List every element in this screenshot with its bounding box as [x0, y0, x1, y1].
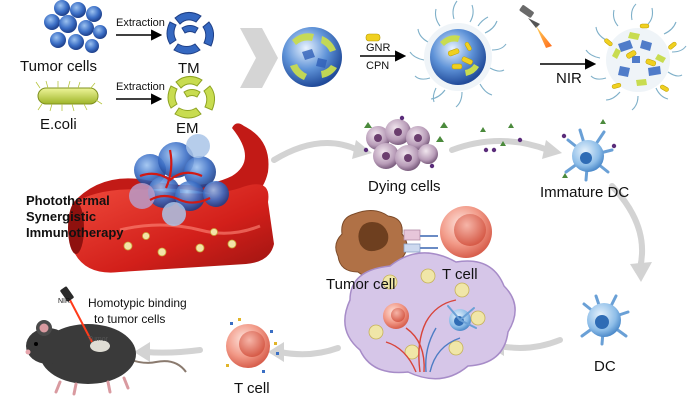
mouse [25, 286, 187, 396]
label-dc: DC [594, 358, 616, 375]
label-tumor-cell: Tumor cell [326, 276, 396, 293]
tumor-cell-cluster [44, 0, 107, 53]
label-cpn: CPN [366, 60, 390, 72]
label-dying-cells: Dying cells [368, 178, 441, 195]
label-tumor-mouse: Tumor [88, 336, 108, 343]
label-nir-mouse: NIR [58, 298, 71, 305]
label-therapy-line2: Synergistic [26, 209, 97, 224]
nir-laser-icon [519, 5, 552, 48]
mature-dc [580, 294, 630, 346]
label-homotypic-line2: to tumor cells [94, 312, 166, 326]
label-homotypic-line1: Homotypic binding [88, 296, 187, 310]
label-t-cell-mid: T cell [442, 266, 478, 283]
label-ecoli: E.coli [40, 116, 77, 133]
label-therapy-line3: Immunotherapy [26, 225, 124, 240]
immature-dc [561, 119, 617, 182]
tumor-cell [335, 210, 408, 278]
flow-arrows [143, 138, 646, 358]
label-extraction-bottom: Extraction [116, 81, 165, 93]
coated-nanoparticle [409, 0, 507, 108]
label-gnr: GNR [366, 42, 391, 54]
t-cell-bottom [226, 318, 279, 373]
ecoli-bacterium [35, 80, 103, 112]
t-cell-mid [440, 206, 492, 258]
tumor-mass [129, 134, 229, 226]
label-t-cell-bottom: T cell [234, 380, 270, 397]
tumor-membrane-fragments [166, 12, 215, 55]
label-tm: TM [178, 60, 200, 77]
label-tumor-cells: Tumor cells [20, 58, 97, 75]
hybrid-membrane-sphere [282, 27, 342, 87]
combine-arrow [240, 28, 278, 88]
label-therapy-line1: Photothermal [26, 193, 110, 208]
gnr-rod-icon [365, 33, 381, 42]
label-immature-dc: Immature DC [540, 184, 630, 201]
label-nir-top: NIR [556, 70, 582, 87]
label-em: EM [176, 120, 199, 137]
lymph-node [344, 252, 516, 380]
bacterial-membrane-fragments [167, 76, 216, 119]
label-extraction-top: Extraction [116, 17, 165, 29]
immune-synapse [403, 229, 438, 253]
dying-cells-cluster [363, 115, 448, 171]
antigen-particles [480, 123, 523, 153]
disrupted-nanoparticle [585, 3, 687, 111]
